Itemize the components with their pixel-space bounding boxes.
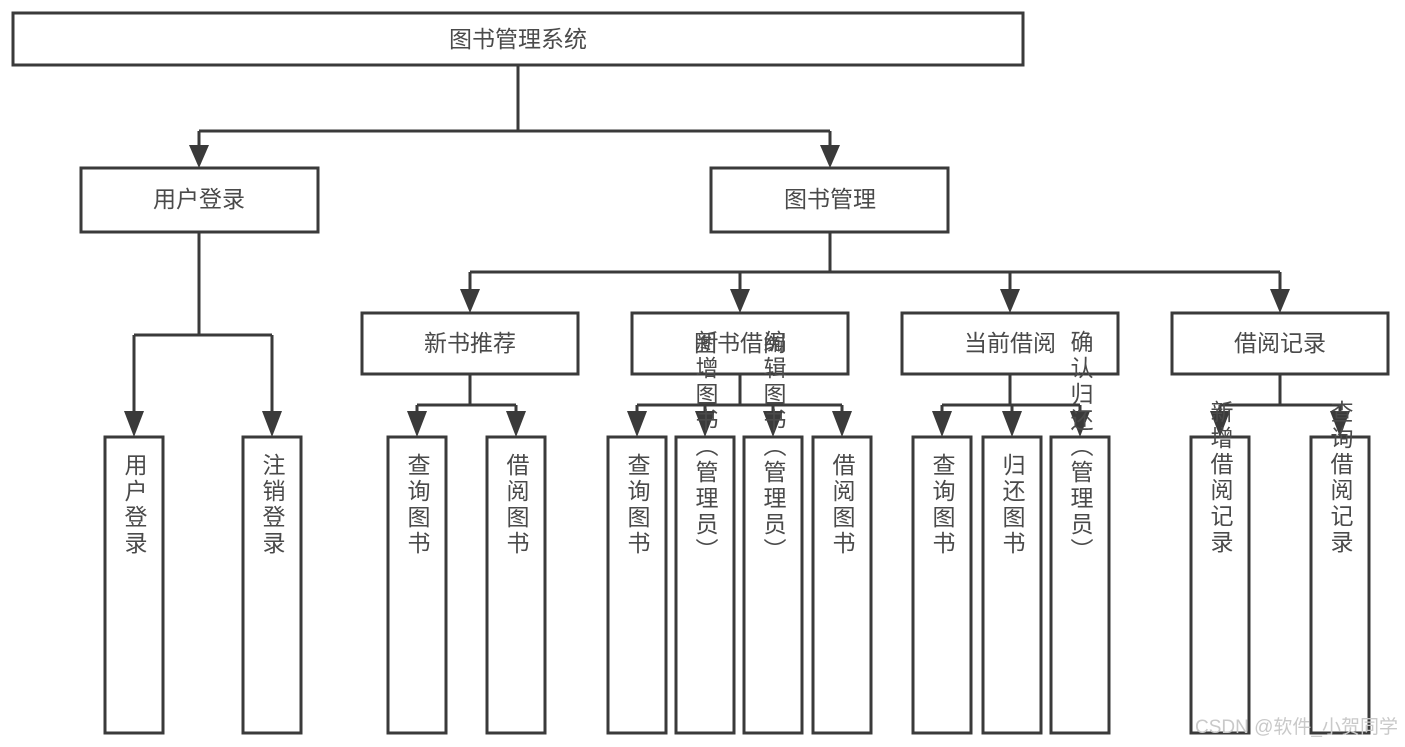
leaf-query-book-current-box[interactable] (911, 435, 973, 735)
leaf-query-record[interactable]: 查询借阅记录 (1309, 400, 1371, 735)
node-book-manage-label: 图书管理 (784, 186, 876, 212)
node-root-label: 图书管理系统 (449, 26, 587, 52)
arrow-head-book-borrow (730, 289, 750, 313)
node-user-login-box[interactable] (79, 166, 320, 234)
arrow-head-book-manage (820, 145, 840, 168)
arrow-head-new-book-recommend (460, 289, 480, 313)
node-borrow-record[interactable]: 借阅记录 (1170, 311, 1390, 376)
leaf-return-book[interactable]: 归还图书 (981, 435, 1043, 735)
leaf-user-login[interactable]: 用户登录 (103, 435, 165, 735)
node-book-borrow-label: 图书借阅 (694, 330, 786, 356)
node-borrow-record-label: 借阅记录 (1234, 330, 1326, 356)
leaf-logout-box[interactable] (241, 435, 303, 735)
leaf-return-book-box[interactable] (981, 435, 1043, 735)
leaf-query-book-borrow[interactable]: 查询图书 (606, 435, 668, 735)
leaf-add-record[interactable]: 新增借阅记录 (1189, 400, 1251, 735)
leaf-query-book-rec[interactable]: 查询图书 (386, 435, 448, 735)
node-new-book-recommend[interactable]: 新书推荐 (360, 311, 580, 376)
leaf-query-book-borrow-label: 查询图书 (624, 453, 651, 557)
leaf-borrow-book-rec-label: 借阅图书 (503, 453, 530, 557)
leaf-borrow-book-rec[interactable]: 借阅图书 (485, 435, 547, 735)
leaf-logout[interactable]: 注销登录 (241, 435, 303, 735)
leaf-add-record-box[interactable] (1189, 435, 1251, 735)
arrow-head-current-borrow (1000, 289, 1020, 313)
leaf-query-record-box[interactable] (1309, 435, 1371, 735)
leaf-logout-label: 注销登录 (259, 453, 286, 557)
node-borrow-record-box[interactable] (1170, 311, 1390, 376)
leaf-add-record-label: 新增借阅记录 (1207, 400, 1234, 556)
leaf-borrow-book-box[interactable] (811, 435, 873, 735)
leaf-add-book[interactable]: 新增图书（管理员） (674, 330, 736, 735)
leaf-add-book-box[interactable] (674, 435, 736, 735)
leaf-edit-book-label: 编辑图书（管理员） (760, 330, 787, 564)
arrow-head-borrow-record (1270, 289, 1290, 313)
node-root[interactable]: 图书管理系统 (11, 11, 1025, 67)
leaf-query-book-borrow-box[interactable] (606, 435, 668, 735)
leaf-return-book-label: 归还图书 (999, 453, 1026, 557)
arrow-head-leaf-query-book-borrow (627, 411, 647, 437)
leaf-query-record-label: 查询借阅记录 (1327, 400, 1354, 556)
node-book-manage[interactable]: 图书管理 (709, 166, 950, 234)
leaf-user-login-label: 用户登录 (121, 453, 148, 557)
node-book-borrow-box[interactable] (630, 311, 850, 376)
leaf-query-book-current[interactable]: 查询图书 (911, 435, 973, 735)
leaf-edit-book-box[interactable] (742, 435, 804, 735)
leaf-edit-book[interactable]: 编辑图书（管理员） (742, 330, 804, 735)
node-current-borrow-label: 当前借阅 (964, 330, 1056, 356)
node-current-borrow-box[interactable] (900, 311, 1120, 376)
arrow-head-leaf-borrow-book (832, 411, 852, 437)
arrow-head-leaf-user-login (124, 411, 144, 437)
node-root-box[interactable] (11, 11, 1025, 67)
node-user-login-label: 用户登录 (153, 186, 245, 212)
arrow-head-leaf-logout (262, 411, 282, 437)
arrow-head-leaf-query-book-current (932, 411, 952, 437)
leaf-confirm-return-box[interactable] (1049, 435, 1111, 735)
arrow-head-leaf-query-record (1330, 411, 1350, 437)
arrow-head-leaf-add-record (1210, 411, 1230, 437)
leaf-query-book-current-label: 查询图书 (929, 453, 956, 557)
leaf-confirm-return[interactable]: 确认归还（管理员） (1049, 330, 1111, 735)
leaf-user-login-box[interactable] (103, 435, 165, 735)
node-book-manage-box[interactable] (709, 166, 950, 234)
node-user-login[interactable]: 用户登录 (79, 166, 320, 234)
leaf-query-book-rec-box[interactable] (386, 435, 448, 735)
arrow-head-leaf-return-book (1002, 411, 1022, 437)
connector-lines (124, 65, 1350, 437)
node-new-book-recommend-box[interactable] (360, 311, 580, 376)
arrow-head-leaf-borrow-book-rec (506, 411, 526, 437)
csdn-watermark: CSDN @软件_小贺同学 (1195, 716, 1398, 738)
leaf-query-book-rec-label: 查询图书 (404, 453, 431, 557)
arrow-head-leaf-confirm-return (1070, 411, 1090, 437)
leaf-add-book-label: 新增图书（管理员） (692, 330, 719, 564)
node-book-borrow[interactable]: 图书借阅 (630, 311, 850, 376)
leaf-borrow-book-rec-box[interactable] (485, 435, 547, 735)
node-new-book-recommend-label: 新书推荐 (424, 330, 516, 356)
arrow-head-leaf-add-book (695, 411, 715, 437)
leaf-borrow-book[interactable]: 借阅图书 (811, 435, 873, 735)
leaf-confirm-return-label: 确认归还（管理员） (1067, 330, 1094, 564)
arrow-head-user-login (189, 145, 209, 168)
leaf-borrow-book-label: 借阅图书 (829, 453, 856, 557)
node-current-borrow[interactable]: 当前借阅 (900, 311, 1120, 376)
arrow-head-leaf-edit-book (763, 411, 783, 437)
arrow-head-leaf-query-book-rec (407, 411, 427, 437)
